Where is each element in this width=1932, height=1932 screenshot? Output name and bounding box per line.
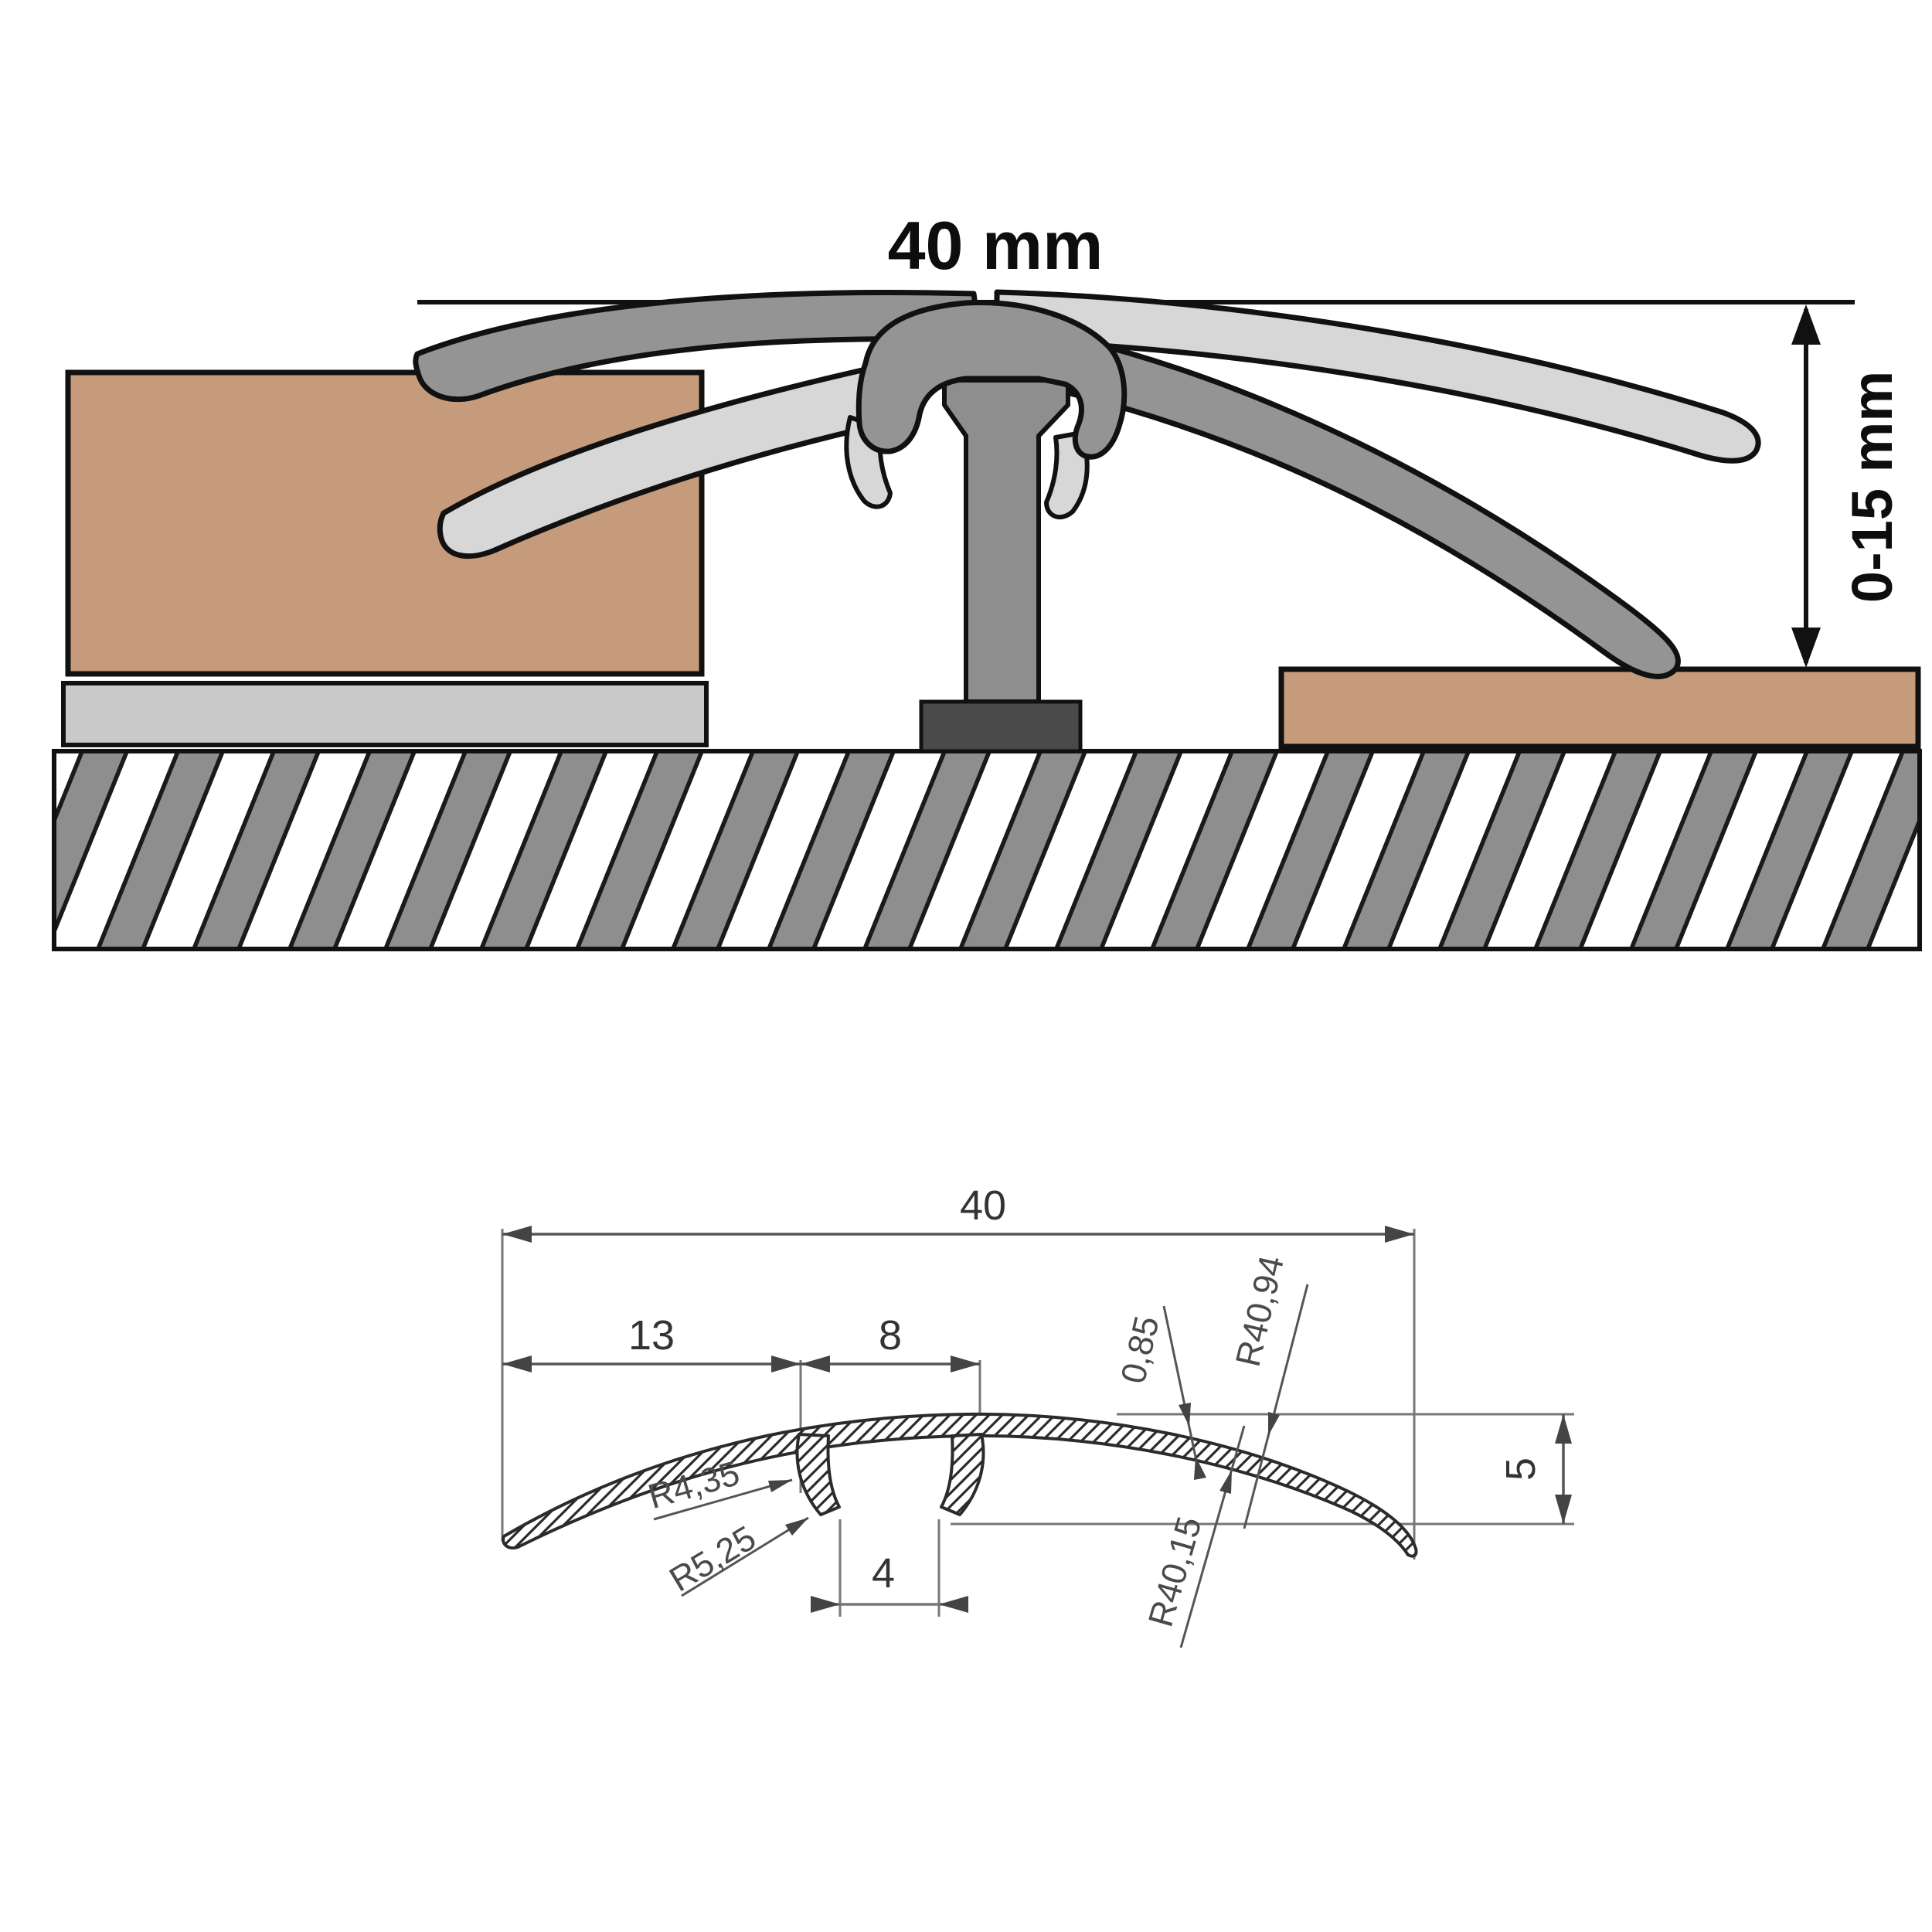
- right-wing-flexed: [1002, 321, 1681, 679]
- arrow-up-icon: [1791, 304, 1821, 345]
- dim-left-wing: 13: [502, 1312, 801, 1372]
- dim-arrow-icon: [951, 1355, 980, 1372]
- leader-arrow-icon: [1179, 1403, 1191, 1427]
- dim-arrow-icon: [801, 1355, 830, 1372]
- dim-height: 5: [1498, 1414, 1572, 1524]
- dim-overall-width: 40: [502, 1182, 1414, 1243]
- leader-arrow-icon: [1268, 1412, 1280, 1436]
- dim-arrow-icon: [502, 1355, 532, 1372]
- subfloor-hatch-band: [52, 749, 1922, 951]
- clip-body: [855, 300, 1128, 460]
- leader-r5-25: [681, 1516, 809, 1597]
- dim-arrow-icon: [811, 1596, 840, 1613]
- left-wing-resting: [413, 290, 983, 403]
- right-floor-block: [1278, 666, 1921, 750]
- installation-diagram: 0-15 mm 40 mm: [52, 207, 1922, 951]
- dim-arrow-icon: [1385, 1226, 1414, 1243]
- height-range-label: 0-15 mm: [1840, 371, 1904, 603]
- leader-r4-35: [653, 1478, 793, 1521]
- profile-arc-section: [502, 1412, 1418, 1558]
- dim-text-5: 5: [1498, 1458, 1544, 1481]
- dim-arrow-icon: [771, 1355, 801, 1372]
- clip-barb-right-alt: [1044, 430, 1090, 520]
- leader-0-85: [1162, 1305, 1198, 1461]
- dim-text-4: 4: [872, 1550, 895, 1597]
- dim-channel-mouth: 4: [811, 1550, 968, 1613]
- arrow-down-icon: [1791, 628, 1821, 668]
- dim-arrow-icon: [1555, 1495, 1572, 1524]
- dim-arrow-icon: [939, 1596, 968, 1613]
- dim-text-40: 40: [960, 1182, 1006, 1229]
- channel-wall-left-section: [795, 1433, 841, 1516]
- leader-r40-15: [1179, 1425, 1246, 1648]
- dim-channel-outer: 8: [801, 1312, 980, 1372]
- width-label: 40 mm: [888, 207, 1104, 284]
- extension-lines: [501, 1229, 1574, 1617]
- dim-text-8: 8: [879, 1312, 902, 1359]
- right-wing-level-position: [994, 289, 1761, 464]
- anchor-base-block: [919, 699, 1083, 753]
- leader-r40-94: [1243, 1284, 1309, 1529]
- left-floor-block: [65, 369, 705, 677]
- height-dimension: 0-15 mm: [1791, 304, 1904, 668]
- leader-arrow-icon: [1194, 1456, 1206, 1480]
- left-underlay-strip: [61, 681, 709, 747]
- dim-text-13: 13: [628, 1312, 675, 1359]
- dim-arrow-icon: [1555, 1414, 1572, 1444]
- dim-arrow-icon: [502, 1226, 532, 1243]
- leader-arrow-icon: [768, 1480, 792, 1492]
- leader-arrow-icon: [1219, 1470, 1232, 1494]
- channel-wall-right-section: [940, 1433, 985, 1516]
- leader-arrow-icon: [785, 1518, 808, 1536]
